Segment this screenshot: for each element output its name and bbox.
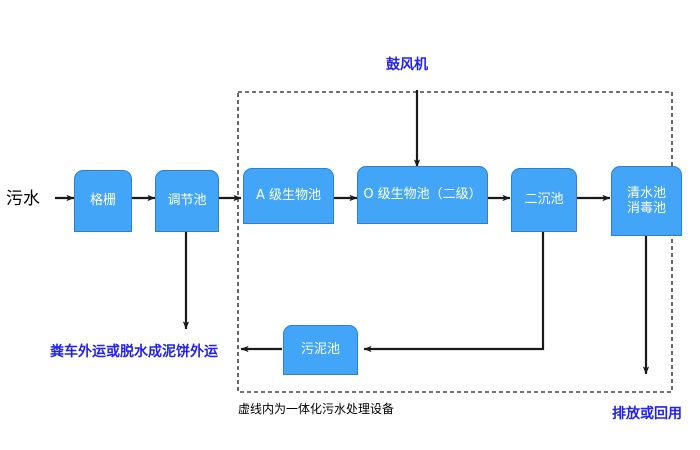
- node-anoxic-label: A 级生物池: [255, 188, 322, 204]
- inlet-label: 污水: [6, 189, 40, 209]
- node-sludge-tank[interactable]: 污泥池: [283, 325, 358, 375]
- sludge-outlet-label: 粪车外运或脱水成泥饼外运: [50, 344, 218, 360]
- node-grit[interactable]: 格栅: [74, 170, 132, 232]
- node-sludge-tank-label: 污泥池: [300, 342, 340, 358]
- node-equalize-label: 调节池: [167, 193, 207, 209]
- blower-label: 鼓风机: [386, 57, 428, 73]
- node-oxic[interactable]: O 级生物池（二级）: [357, 166, 488, 224]
- node-anoxic[interactable]: A 级生物池: [243, 168, 334, 224]
- integrated-equipment-enclosure: [237, 91, 673, 393]
- arrow-clarifier-to-sludge-tank: [363, 232, 545, 353]
- node-clarifier[interactable]: 二沉池: [511, 168, 577, 232]
- node-clearwell-label2: 消毒池: [626, 201, 666, 216]
- effluent-label: 排放或回用: [612, 406, 682, 422]
- node-equalize[interactable]: 调节池: [155, 170, 219, 232]
- node-oxic-label: O 级生物池（二级）: [363, 187, 482, 203]
- enclosure-caption: 虚线内为一体化污水处理设备: [238, 402, 395, 416]
- node-clarifier-label: 二沉池: [524, 192, 564, 208]
- node-clearwell[interactable]: 清水池 消毒池: [611, 166, 682, 236]
- node-grit-label: 格栅: [89, 193, 116, 209]
- node-clearwell-label: 清水池: [626, 185, 666, 201]
